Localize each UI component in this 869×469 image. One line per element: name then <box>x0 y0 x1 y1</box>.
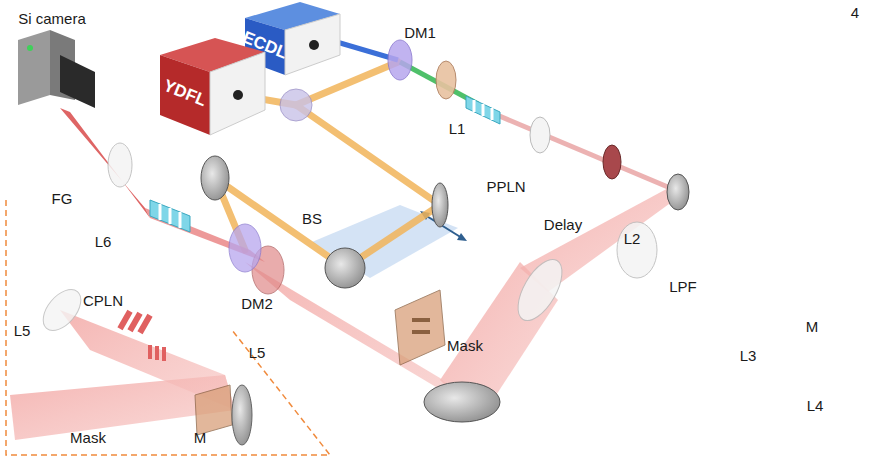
beam-splitter <box>280 89 312 121</box>
lens <box>509 253 571 328</box>
stripe <box>491 108 494 120</box>
part-label: M <box>194 430 207 445</box>
part-label: DM2 <box>241 296 273 311</box>
stripe <box>179 212 182 228</box>
part-label: FG <box>52 191 73 206</box>
focused-beam <box>60 108 150 218</box>
mask <box>195 385 232 435</box>
laser-side <box>160 55 210 135</box>
beam <box>296 62 398 105</box>
stripe <box>473 100 476 112</box>
part-label: LPF <box>669 279 697 294</box>
lens <box>436 61 456 99</box>
aperture <box>309 40 319 50</box>
beam <box>296 105 440 205</box>
camera-body <box>18 30 50 105</box>
part-label: L5 <box>249 345 266 360</box>
laser-name: ECDL <box>240 28 289 61</box>
camera-led <box>27 45 33 51</box>
stripe <box>162 347 166 361</box>
stripe <box>159 204 162 220</box>
slit <box>412 318 430 322</box>
laser-name: YDFL <box>161 77 209 109</box>
part-label: M <box>806 319 819 334</box>
dichroic-mirror <box>229 224 261 272</box>
mirror <box>432 183 448 227</box>
stripe <box>137 314 152 334</box>
crystal <box>466 96 500 124</box>
stripe <box>148 345 152 359</box>
laser-front <box>285 14 340 75</box>
part-label: L4 <box>807 398 824 413</box>
part-label: Si camera <box>18 11 86 26</box>
arrow-head <box>457 233 467 241</box>
part-label: PPLN <box>486 179 525 194</box>
stripe <box>482 104 485 116</box>
part-label: CPLN <box>83 293 123 308</box>
mask <box>395 290 445 365</box>
page-number: 4 <box>851 5 859 20</box>
part-label: L1 <box>449 121 466 136</box>
crystal <box>150 200 190 232</box>
part-label: Mask <box>447 338 483 353</box>
slit <box>412 330 430 334</box>
part-label: Delay <box>544 217 582 232</box>
mask-pattern <box>117 310 166 361</box>
laser-front <box>210 52 265 135</box>
mirror <box>232 385 252 445</box>
lens <box>36 283 88 338</box>
filter <box>603 145 621 179</box>
part-label: Mask <box>70 430 106 445</box>
laser-box: ECDL <box>245 20 285 70</box>
laser-box: YDFL <box>160 58 210 128</box>
part-label: L2 <box>624 231 641 246</box>
stripe <box>169 208 172 224</box>
lens <box>108 143 132 187</box>
camera-lens <box>60 55 95 108</box>
mirror <box>667 174 689 210</box>
lens <box>530 117 550 153</box>
mirror <box>325 248 365 288</box>
ppln-crystal <box>466 96 500 124</box>
aperture <box>233 90 243 100</box>
mirror <box>424 382 500 422</box>
part-label: L6 <box>95 234 112 249</box>
lens <box>617 222 657 278</box>
cpln-crystal <box>150 200 190 232</box>
stripe <box>155 346 159 360</box>
part-label: L3 <box>740 348 757 363</box>
part-label: L5 <box>14 323 31 338</box>
inset-border <box>6 200 330 455</box>
dichroic-mirror <box>388 40 412 80</box>
mirror <box>201 156 229 200</box>
part-label: DM1 <box>404 25 436 40</box>
part-label: BS <box>302 211 322 226</box>
